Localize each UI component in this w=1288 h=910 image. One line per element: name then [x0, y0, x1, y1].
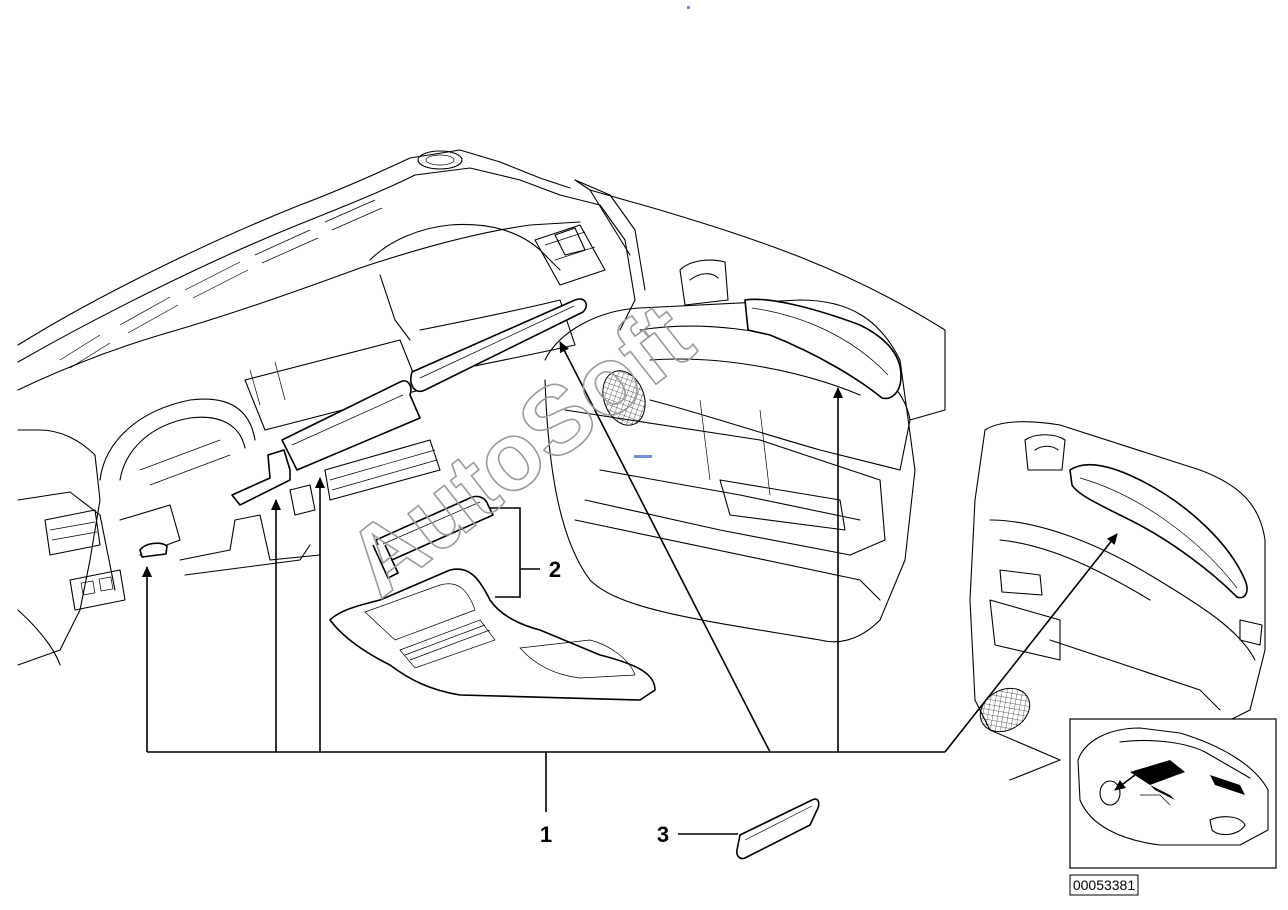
center-console-trim: [329, 495, 656, 701]
document-number-box: 00053381: [1069, 874, 1139, 896]
callout-3: 3: [657, 822, 669, 847]
dashboard-trim-pieces: [139, 298, 587, 558]
part-3-trim: [736, 798, 820, 860]
blue-marker: [634, 455, 652, 458]
top-marker: [687, 6, 690, 9]
front-door-trim: [744, 298, 902, 400]
rear-door-trim: [1069, 464, 1248, 599]
front-door-drawing: [544, 179, 946, 643]
callout-2: 2: [549, 557, 561, 582]
callout-1: 1: [540, 822, 552, 847]
leader-lines: [142, 341, 1118, 835]
inset-car-thumbnail: [1069, 718, 1277, 869]
dashboard-drawing: [17, 149, 646, 666]
rear-door-drawing: [969, 421, 1266, 781]
document-number: 00053381: [1073, 877, 1136, 893]
